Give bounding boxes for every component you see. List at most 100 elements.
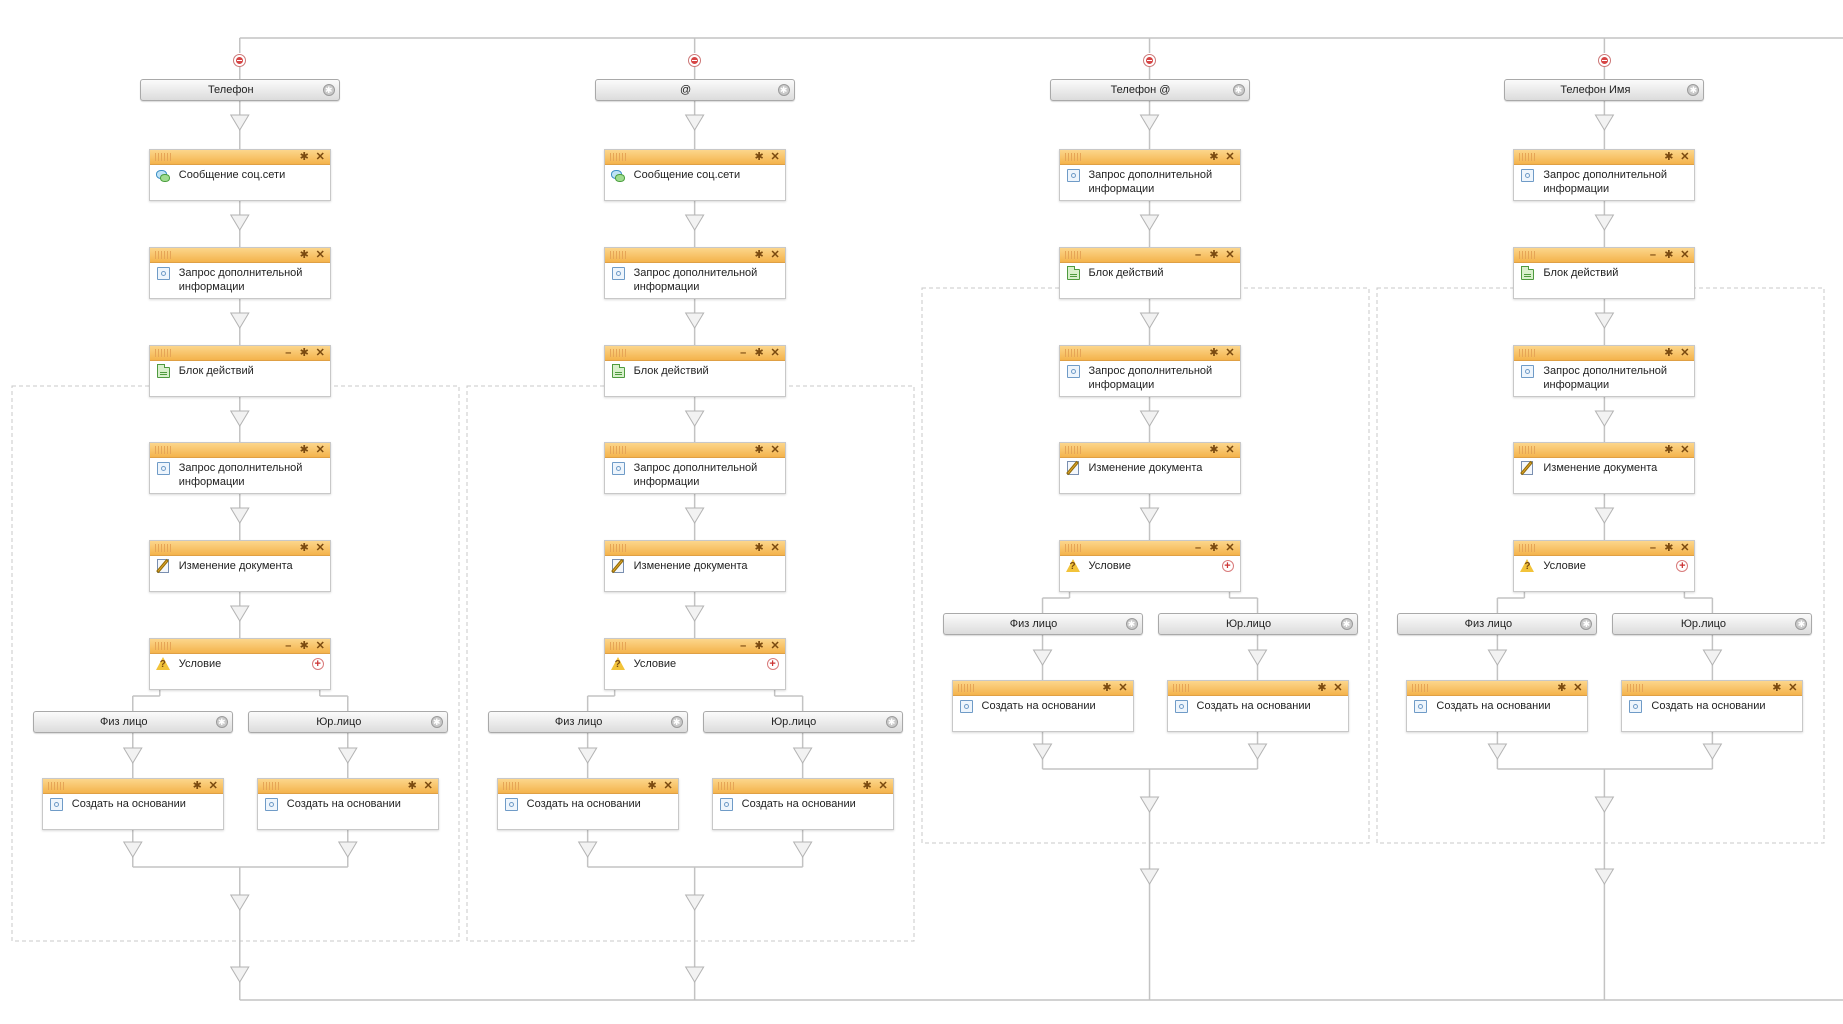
gear-icon[interactable]: ✱	[885, 716, 898, 728]
block-condition[interactable]: ✕✱–Условие+	[148, 638, 331, 690]
drag-handle[interactable]	[154, 544, 171, 552]
drag-handle[interactable]	[154, 251, 171, 259]
minus-icon[interactable]: –	[285, 347, 292, 359]
close-icon[interactable]: ✕	[315, 347, 325, 359]
close-icon[interactable]: ✕	[315, 542, 325, 554]
minus-icon[interactable]: –	[1649, 249, 1656, 261]
block-header[interactable]: ✕✱–	[604, 346, 785, 361]
gear-icon[interactable]: ✱	[1209, 444, 1219, 456]
block-header[interactable]: ✕✱–	[604, 639, 785, 654]
gear-icon[interactable]: ✱	[1557, 682, 1567, 694]
block-header[interactable]: ✕ ✱–	[149, 639, 330, 654]
block-request[interactable]: ✕✱Запрос дополнительной информации	[1513, 345, 1696, 397]
close-icon[interactable]: ✕	[315, 444, 325, 456]
block-document[interactable]: ✕✱Изменение документа	[148, 540, 331, 592]
block-request[interactable]: ✕✱Запрос дополнительной информации	[603, 442, 786, 494]
close-icon[interactable]: ✕	[1680, 542, 1690, 554]
gear-icon[interactable]: ✱	[1340, 618, 1353, 630]
minus-icon[interactable]: –	[740, 640, 747, 652]
block-header[interactable]: ✕✱–	[1059, 541, 1240, 556]
case-header[interactable]: Юр.лицо✱	[247, 711, 448, 733]
block-request[interactable]: ✕✱Запрос дополнительной информации	[603, 247, 786, 299]
gear-icon[interactable]: ✱	[322, 84, 335, 96]
block-request[interactable]: ✕✱Запрос дополнительной информации	[148, 442, 331, 494]
close-icon[interactable]: ✕	[1788, 682, 1798, 694]
gear-icon[interactable]: ✱	[1209, 542, 1219, 554]
gear-icon[interactable]: ✱	[1664, 347, 1674, 359]
gear-icon[interactable]: ✱	[1209, 249, 1219, 261]
block-request[interactable]: ✕✱Запрос дополнительной информации	[1513, 149, 1696, 201]
block-header[interactable]: ✕✱	[1622, 681, 1803, 696]
close-icon[interactable]: ✕	[315, 640, 325, 652]
block-header[interactable]: ✕✱	[604, 150, 785, 165]
gear-icon[interactable]: ✱	[1772, 682, 1782, 694]
stop-icon[interactable]	[1143, 53, 1157, 67]
block-header[interactable]: ✕✱	[952, 681, 1133, 696]
minus-icon[interactable]: –	[285, 640, 292, 652]
block-header[interactable]: ✕✱–	[149, 346, 330, 361]
gear-icon[interactable]: ✱	[754, 444, 764, 456]
gear-icon[interactable]: ✱	[1580, 618, 1593, 630]
case-header[interactable]: Юр.лицо✱	[702, 711, 903, 733]
block-header[interactable]: ✕✱	[497, 779, 678, 794]
gear-icon[interactable]: ✱	[754, 347, 764, 359]
case-header[interactable]: Юр.лицо✱	[1157, 613, 1358, 635]
block-document[interactable]: ✕✱Изменение документа	[603, 540, 786, 592]
gear-icon[interactable]: ✱	[1317, 682, 1327, 694]
block-document[interactable]: ✕✱Изменение документа	[1058, 442, 1241, 494]
close-icon[interactable]: ✕	[770, 640, 780, 652]
close-icon[interactable]: ✕	[1118, 682, 1128, 694]
branch-header[interactable]: @✱	[594, 79, 795, 101]
gear-icon[interactable]: ✱	[299, 249, 309, 261]
block-header[interactable]: ✕✱	[1514, 346, 1695, 361]
close-icon[interactable]: ✕	[663, 780, 673, 792]
close-icon[interactable]: ✕	[1573, 682, 1583, 694]
drag-handle[interactable]	[1627, 684, 1644, 692]
minus-icon[interactable]: –	[1194, 542, 1202, 554]
close-icon[interactable]: ✕	[770, 249, 780, 261]
case-header[interactable]: Физ лицо✱	[942, 613, 1143, 635]
minus-icon[interactable]: –	[1194, 249, 1202, 261]
drag-handle[interactable]	[154, 349, 171, 357]
drag-handle[interactable]	[609, 251, 626, 259]
drag-handle[interactable]	[717, 782, 734, 790]
drag-handle[interactable]	[1519, 446, 1536, 454]
drag-handle[interactable]	[154, 446, 171, 454]
gear-icon[interactable]: ✱	[1664, 151, 1674, 163]
close-icon[interactable]: ✕	[1225, 249, 1235, 261]
gear-icon[interactable]: ✱	[192, 780, 202, 792]
gear-icon[interactable]: ✱	[215, 716, 228, 728]
gear-icon[interactable]: ✱	[1209, 347, 1219, 359]
close-icon[interactable]: ✕	[1225, 347, 1235, 359]
drag-handle[interactable]	[262, 782, 279, 790]
minus-icon[interactable]: –	[740, 347, 747, 359]
gear-icon[interactable]: ✱	[1687, 84, 1700, 96]
gear-icon[interactable]: ✱	[777, 84, 790, 96]
block-header[interactable]: ✕✱	[604, 443, 785, 458]
close-icon[interactable]: ✕	[1225, 444, 1235, 456]
block-request[interactable]: ✕✱Создать на основании	[951, 680, 1134, 732]
drag-handle[interactable]	[957, 684, 974, 692]
drag-handle[interactable]	[1519, 251, 1536, 259]
close-icon[interactable]: ✕	[315, 151, 325, 163]
block-header[interactable]: ✕✱	[1059, 150, 1240, 165]
block-header[interactable]: ✕✱	[149, 541, 330, 556]
gear-icon[interactable]: ✱	[754, 151, 764, 163]
gear-icon[interactable]: ✱	[1664, 542, 1674, 554]
block-request[interactable]: ✕✱Создать на основании	[496, 778, 679, 830]
gear-icon[interactable]: ✱	[299, 640, 309, 652]
gear-icon[interactable]: ✱	[407, 780, 417, 792]
block-condition[interactable]: ✕✱–Условие+	[603, 638, 786, 690]
drag-handle[interactable]	[154, 642, 171, 650]
block-header[interactable]: ✕✱	[604, 541, 785, 556]
block-header[interactable]: ✕✱	[149, 150, 330, 165]
close-icon[interactable]: ✕	[1225, 151, 1235, 163]
block-header[interactable]: ✕✱	[1514, 443, 1695, 458]
stop-icon[interactable]	[233, 53, 247, 67]
block-condition[interactable]: ✕✱–Условие+	[1058, 540, 1241, 592]
block-header[interactable]: ✕ ✱–	[1059, 248, 1240, 263]
close-icon[interactable]: ✕	[423, 780, 433, 792]
close-icon[interactable]: ✕	[770, 151, 780, 163]
block-header[interactable]: ✕✱–	[1514, 248, 1695, 263]
gear-icon[interactable]: ✱	[754, 542, 764, 554]
